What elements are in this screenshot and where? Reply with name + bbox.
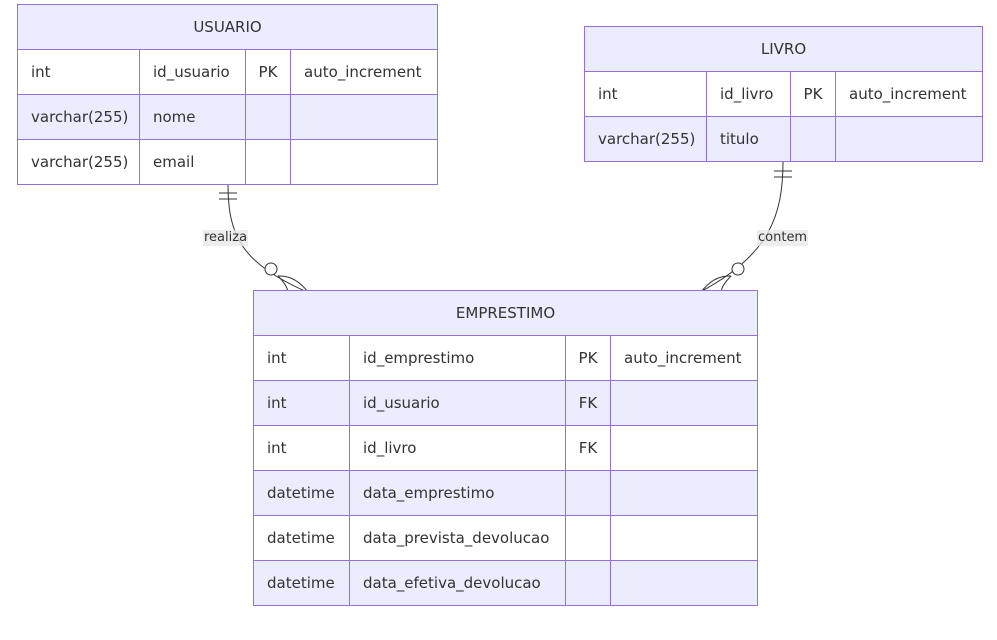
attribute-key [245, 94, 291, 140]
attribute-name: email [139, 139, 246, 185]
entity-usuario: USUARIO int id_usuario PK auto_increment… [16, 4, 439, 185]
attribute-comment: auto_increment [834, 71, 984, 117]
attribute-row: varchar(255) nome [17, 94, 439, 140]
entity-title: LIVRO [583, 26, 984, 72]
attribute-comment [609, 425, 759, 471]
attribute-key [245, 139, 291, 185]
attribute-type: varchar(255) [17, 139, 140, 185]
attribute-comment [289, 139, 439, 185]
attribute-name: id_usuario [349, 380, 566, 426]
zero-or-more-circle-contem [731, 262, 745, 276]
attribute-comment [834, 116, 984, 162]
attribute-comment [609, 470, 759, 516]
attribute-row: datetime data_emprestimo [253, 470, 759, 516]
attribute-comment [289, 94, 439, 140]
attribute-type: varchar(255) [17, 94, 140, 140]
attribute-row: datetime data_prevista_devolucao [253, 515, 759, 561]
attribute-type: int [17, 49, 140, 95]
attribute-name: data_prevista_devolucao [349, 515, 566, 561]
attribute-row: int id_usuario PK auto_increment [17, 49, 439, 95]
attribute-comment: auto_increment [609, 335, 759, 381]
attribute-row: datetime data_efetiva_devolucao [253, 560, 759, 606]
attribute-comment [609, 515, 759, 561]
attribute-key [565, 560, 611, 606]
attribute-type: int [253, 425, 350, 471]
attribute-key [790, 116, 836, 162]
attribute-comment [609, 380, 759, 426]
relationship-label-realiza: realiza [203, 230, 249, 246]
attribute-key: PK [790, 71, 836, 117]
attribute-key: FK [565, 380, 611, 426]
attribute-name: titulo [706, 116, 791, 162]
attribute-row: varchar(255) email [17, 139, 439, 185]
attribute-comment [609, 560, 759, 606]
attribute-name: id_livro [349, 425, 566, 471]
attribute-name: id_livro [706, 71, 791, 117]
zero-or-more-circle-realiza [264, 262, 278, 276]
attribute-key: PK [565, 335, 611, 381]
attribute-type: int [584, 71, 707, 117]
attribute-type: datetime [253, 470, 350, 516]
attribute-row: int id_usuario FK [253, 380, 759, 426]
entity-title: USUARIO [16, 4, 439, 50]
attribute-type: datetime [253, 560, 350, 606]
attribute-key: FK [565, 425, 611, 471]
attribute-row: varchar(255) titulo [584, 116, 984, 162]
attribute-name: nome [139, 94, 246, 140]
relationship-label-contem: contem [757, 230, 809, 246]
attribute-key: PK [245, 49, 291, 95]
attribute-name: id_emprestimo [349, 335, 566, 381]
attribute-key [565, 515, 611, 561]
attribute-type: datetime [253, 515, 350, 561]
attribute-name: data_efetiva_devolucao [349, 560, 566, 606]
entity-title: EMPRESTIMO [252, 290, 759, 336]
entity-livro: LIVRO int id_livro PK auto_increment var… [583, 26, 984, 162]
attribute-row: int id_emprestimo PK auto_increment [253, 335, 759, 381]
attribute-name: id_usuario [139, 49, 246, 95]
attribute-type: int [253, 380, 350, 426]
attribute-comment: auto_increment [289, 49, 439, 95]
attribute-type: varchar(255) [584, 116, 707, 162]
attribute-row: int id_livro FK [253, 425, 759, 471]
entity-emprestimo: EMPRESTIMO int id_emprestimo PK auto_inc… [252, 290, 759, 606]
attribute-type: int [253, 335, 350, 381]
attribute-name: data_emprestimo [349, 470, 566, 516]
attribute-key [565, 470, 611, 516]
attribute-row: int id_livro PK auto_increment [584, 71, 984, 117]
